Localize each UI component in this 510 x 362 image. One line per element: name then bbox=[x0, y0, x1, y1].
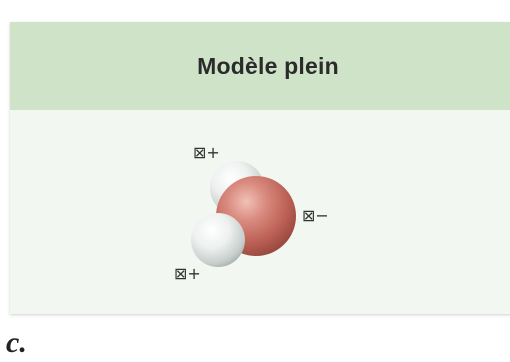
hydrogen-atom-bottom bbox=[191, 213, 245, 267]
model-panel: Modèle plein bbox=[10, 22, 510, 314]
oxygen-charge-label: ⊠− bbox=[302, 206, 329, 225]
panel-header: Modèle plein bbox=[10, 22, 510, 110]
hydrogen-bottom-charge-label: ⊠+ bbox=[174, 264, 201, 283]
panel-title: Modèle plein bbox=[197, 52, 339, 79]
hydrogen-top-charge-label: ⊠+ bbox=[193, 143, 220, 162]
figure-caption: c. bbox=[6, 326, 27, 359]
